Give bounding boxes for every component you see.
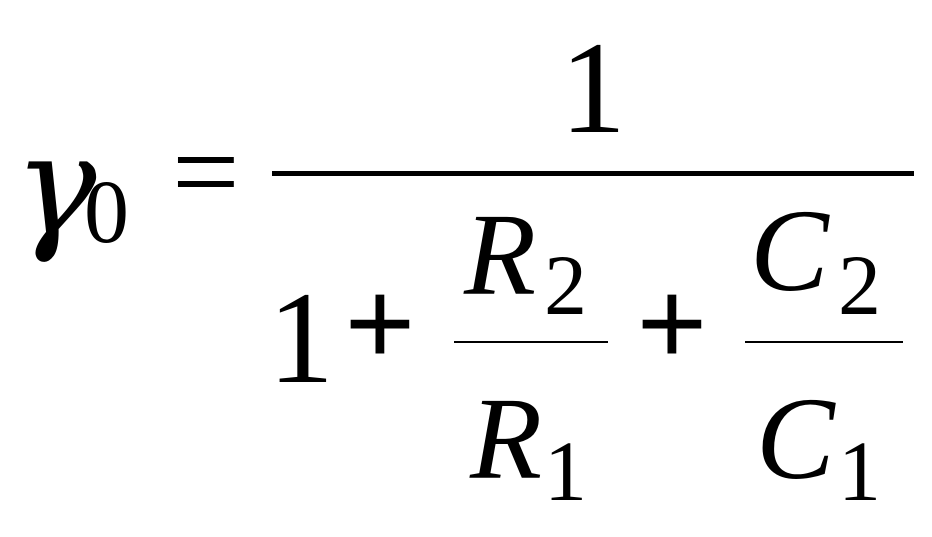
plus-sign-second: +	[636, 255, 708, 394]
main-numerator: 1	[560, 14, 626, 161]
c-fraction-denominator-symbol: C	[756, 373, 835, 504]
c-fraction-denominator-subscript: 1	[838, 423, 881, 519]
c-fraction-numerator-subscript: 2	[838, 237, 881, 333]
gamma-symbol: 𝛾	[14, 110, 97, 263]
r-fraction-denominator-symbol: R	[470, 373, 543, 504]
equals-sign: =	[172, 105, 240, 238]
r-fraction-denominator-subscript: 1	[544, 423, 587, 519]
r-fraction-numerator-symbol: R	[464, 189, 537, 320]
denominator-one: 1	[268, 264, 334, 411]
c-fraction-numerator-symbol: C	[750, 185, 829, 316]
c-fraction-bar	[745, 341, 903, 343]
main-fraction-bar	[272, 171, 914, 176]
gamma-subscript: 0	[84, 163, 129, 262]
plus-sign-first: +	[344, 255, 416, 394]
r-fraction-bar	[454, 341, 608, 343]
r-fraction-numerator-subscript: 2	[544, 237, 587, 333]
